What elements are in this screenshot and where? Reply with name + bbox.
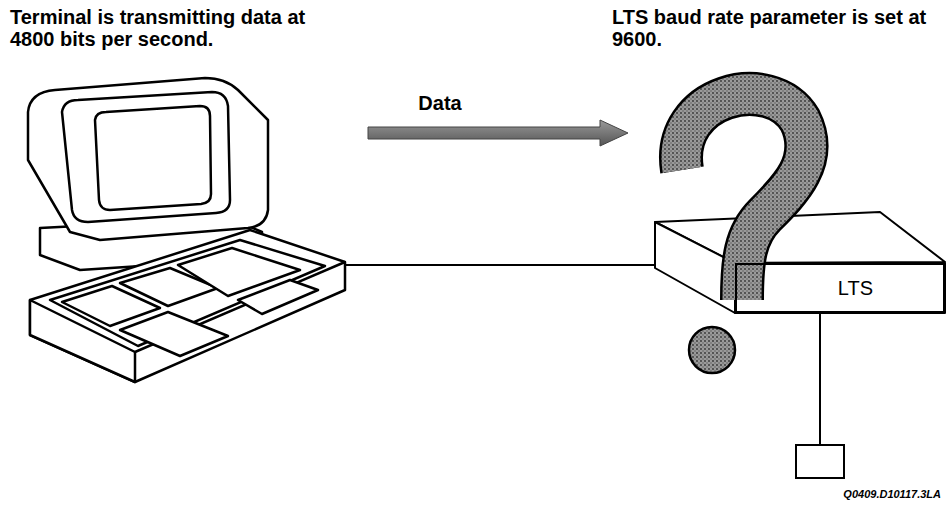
data-label: Data <box>400 92 480 114</box>
lts-box: LTS <box>735 263 945 313</box>
wire <box>819 313 821 445</box>
figure-id: Q0409.D10117.3LA <box>843 488 941 501</box>
terminal-note: Terminal is transmitting data at 4800 bi… <box>10 6 340 50</box>
small-device <box>796 445 844 478</box>
lts-box-faces <box>655 212 945 313</box>
question-mark <box>681 94 807 373</box>
lts-note: LTS baud rate parameter is set at 9600. <box>612 6 947 50</box>
box-label: LTS <box>828 277 943 300</box>
data-arrow <box>368 120 628 146</box>
terminal-computer <box>28 78 345 382</box>
